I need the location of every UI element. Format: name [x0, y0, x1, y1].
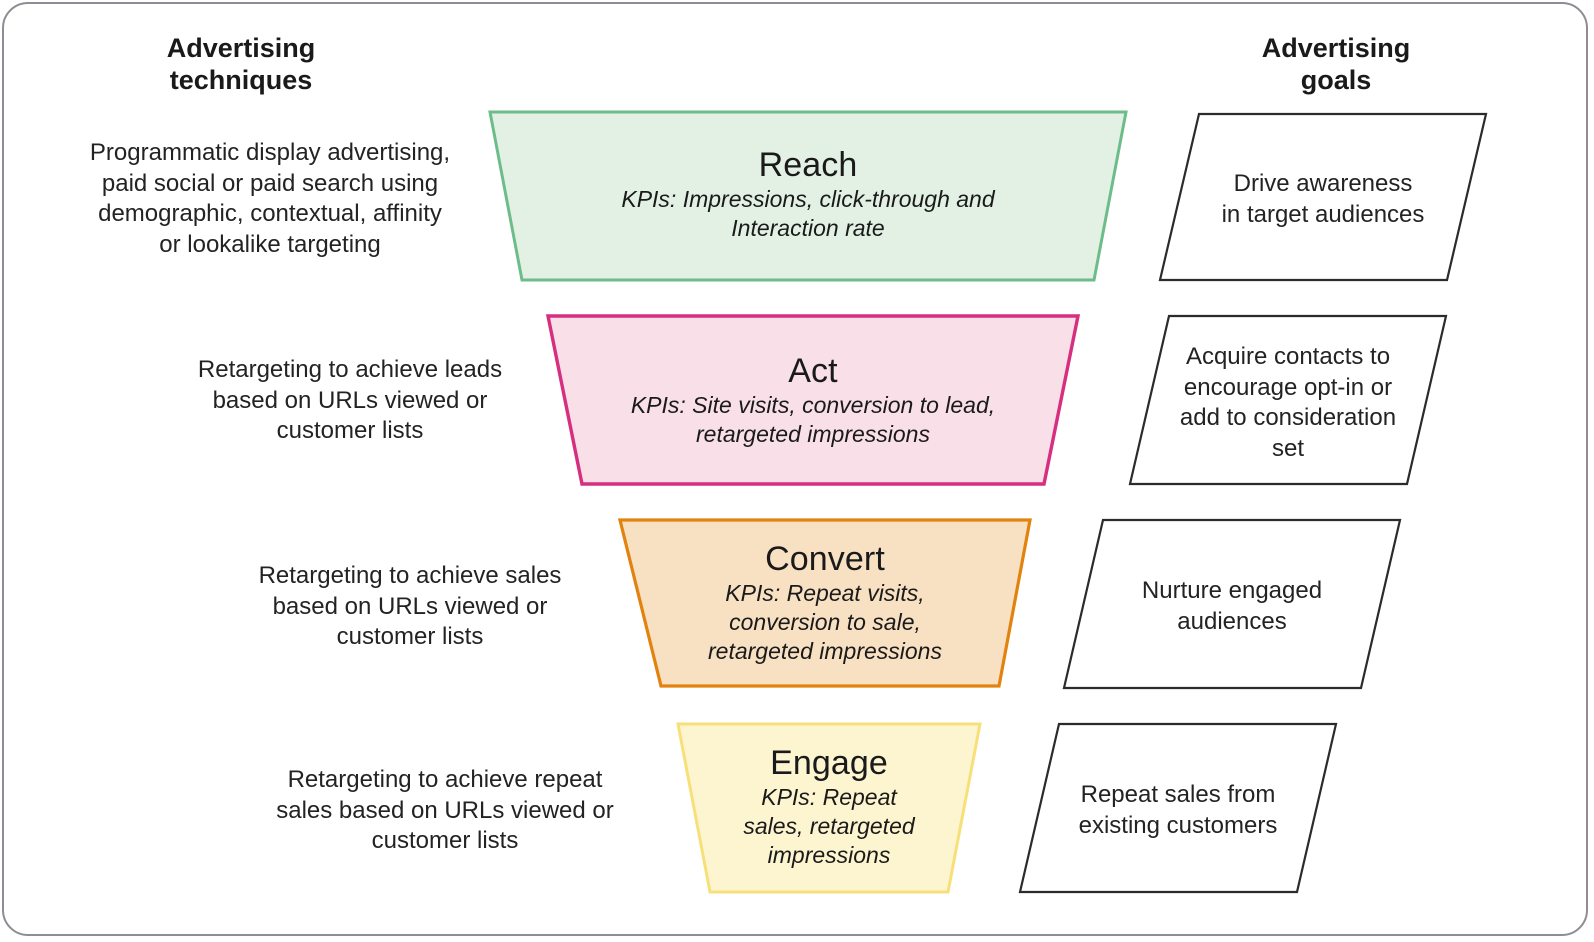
goal-shape-nurture-engaged-shape [1062, 518, 1402, 690]
goal-shape-drive-awareness-shape [1158, 112, 1488, 282]
goal-shape-acquire-contacts-shape [1128, 314, 1448, 486]
funnel-stage-convert[interactable]: Convert KPIs: Repeat visits,conversion t… [617, 518, 1032, 688]
goal-shape-repeat-sales-shape [1018, 722, 1338, 894]
funnel-stage-reach-shape [488, 110, 1128, 282]
funnel-stage-act-shape [545, 314, 1081, 486]
funnel-stage-convert-shape [617, 518, 1032, 688]
funnel-stage-engage-shape [676, 722, 982, 894]
funnel-stage-reach[interactable]: Reach KPIs: Impressions, click-through a… [488, 110, 1128, 282]
technique-text-reach: Programmatic display advertising,paid so… [89, 139, 451, 259]
funnel-stage-act[interactable]: Act KPIs: Site visits, conversion to lea… [545, 314, 1081, 486]
